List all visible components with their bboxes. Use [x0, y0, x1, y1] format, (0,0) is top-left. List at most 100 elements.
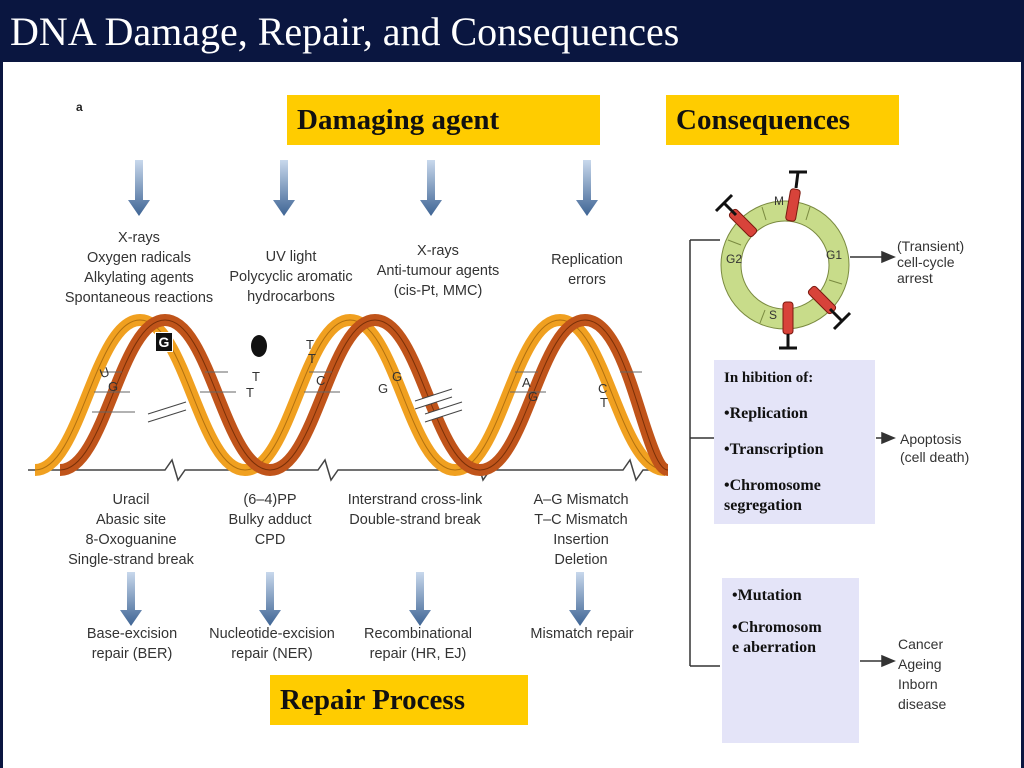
base-letter: T — [600, 395, 608, 410]
down-arrow-icon — [420, 160, 442, 216]
base-letter: C — [316, 373, 326, 388]
agent-label: (cis-Pt, MMC) — [393, 283, 483, 299]
inhibition-box: In hibition of: •Replication •Transcript… — [714, 360, 875, 524]
lesion-label: (6–4)PP — [243, 492, 297, 508]
repair-label: repair (BER) — [91, 646, 173, 662]
bulky-adduct — [251, 335, 267, 357]
agent-label: errors — [568, 272, 606, 288]
lesion-label: T–C Mismatch — [534, 512, 628, 528]
base-letter: A — [522, 375, 531, 390]
agent-label: Replication — [551, 252, 623, 268]
phase-label-m: M — [774, 194, 784, 208]
phase-label-g1: G1 — [826, 248, 843, 262]
outcome-line: (Transient) — [897, 238, 965, 254]
repair-group: Mismatch repair — [530, 624, 633, 644]
outcome-disease: Cancer Ageing Inborn disease — [898, 634, 946, 714]
repair-label: Mismatch repair — [530, 626, 634, 642]
agent-group: Replication errors — [551, 250, 623, 290]
repair-label: Recombinational — [363, 626, 473, 642]
lesion-label: Single-strand break — [68, 552, 194, 568]
phase-label-g2: G2 — [726, 252, 743, 266]
down-arrow-icon — [569, 572, 591, 626]
down-arrow-icon — [273, 160, 295, 216]
dna-strand-brown — [58, 313, 671, 477]
lesion-label: Insertion — [553, 532, 609, 548]
down-arrow-icon — [120, 572, 142, 626]
lesion-group: Interstrand cross-link Double-strand bre… — [348, 490, 483, 530]
mutation-box: •Mutation •Chromosom e aberration — [722, 578, 859, 743]
phase-label-s: S — [769, 308, 778, 322]
base-letter: G — [108, 379, 119, 394]
agent-label: hydrocarbons — [247, 289, 335, 305]
agent-label: Oxygen radicals — [87, 250, 191, 266]
lesion-label: Double-strand break — [349, 512, 481, 528]
base-letter: T — [252, 369, 260, 384]
page-title: DNA Damage, Repair, and Consequences — [10, 9, 680, 54]
inhibition-item: •Replication — [724, 405, 808, 422]
inhibition-item: •Transcription — [724, 441, 824, 458]
header-damaging-agent: Damaging agent — [287, 95, 600, 145]
lesion-label: Interstrand cross-link — [347, 492, 483, 508]
inhibition-heading: In hibition of: — [724, 370, 814, 386]
header-repair-process: Repair Process — [270, 675, 528, 725]
repair-label: repair (HR, EJ) — [369, 646, 467, 662]
agent-label: UV light — [265, 249, 317, 265]
base-letter: G — [378, 381, 389, 396]
agent-label: Anti-tumour agents — [376, 263, 500, 279]
outcome-arrest: (Transient) cell-cycle arrest — [897, 238, 964, 286]
down-arrow-icon — [576, 160, 598, 216]
repair-label: Nucleotide-excision — [209, 626, 335, 642]
agent-group: X-rays Anti-tumour agents (cis-Pt, MMC) — [377, 241, 500, 301]
down-arrow-icon — [128, 160, 150, 216]
base-letter: G — [528, 389, 539, 404]
agent-label: Alkylating agents — [84, 270, 194, 286]
lesion-label: Bulky adduct — [228, 512, 312, 528]
lesion-group: Uracil Abasic site 8-Oxoguanine Single-s… — [68, 490, 194, 570]
outcome-line: cell-cycle — [897, 254, 955, 270]
lesion-label: CPD — [254, 532, 286, 548]
header-consequences: Consequences — [666, 95, 899, 145]
outcome-apoptosis: Apoptosis (cell death) — [900, 430, 969, 466]
lesion-group: (6–4)PP Bulky adduct CPD — [228, 490, 311, 550]
mutation-item: •Chromosom — [732, 619, 822, 636]
base-letter: C — [598, 381, 608, 396]
inhibition-item: segregation — [724, 497, 802, 514]
agent-label: X-rays — [417, 243, 459, 259]
consequence-bracket — [689, 239, 720, 667]
base-letter: T — [306, 337, 314, 352]
down-arrow-icon — [259, 572, 281, 626]
lesion-label: 8-Oxoguanine — [85, 532, 177, 548]
outcome-line: Ageing — [898, 656, 942, 672]
agent-arrows — [128, 160, 598, 216]
agent-group: X-rays Oxygen radicals Alkylating agents… — [65, 228, 213, 308]
agent-label: Spontaneous reactions — [64, 290, 214, 306]
outcome-arrows — [850, 250, 896, 668]
agent-group: UV light Polycyclic aromatic hydrocarbon… — [229, 247, 352, 307]
damaged-base-g: G — [155, 332, 173, 352]
agent-label: X-rays — [118, 230, 160, 246]
cell-cycle-diagram — [714, 170, 852, 350]
base-letter: T — [246, 385, 254, 400]
agent-label: Polycyclic aromatic — [229, 269, 353, 285]
repair-label: repair (NER) — [231, 646, 313, 662]
inhibition-item: •Chromosome — [724, 477, 821, 494]
lesion-group: A–G Mismatch T–C Mismatch Insertion Dele… — [533, 490, 628, 570]
outcome-line: Cancer — [898, 636, 944, 652]
mutation-item: •Mutation — [732, 587, 802, 604]
outcome-line: disease — [898, 696, 947, 712]
lesion-label: Uracil — [112, 492, 150, 508]
outcome-line: (cell death) — [900, 449, 970, 465]
lesion-label: A–G Mismatch — [533, 492, 629, 508]
base-letter: T — [308, 351, 316, 366]
repair-group: Nucleotide-excision repair (NER) — [209, 624, 335, 664]
mutation-item: e aberration — [732, 639, 816, 656]
dna-helix — [28, 313, 671, 482]
outcome-line: Inborn — [898, 676, 938, 692]
repair-arrows — [120, 572, 591, 626]
title-bar: DNA Damage, Repair, and Consequences — [0, 0, 1024, 60]
base-letter: G — [392, 369, 403, 384]
outcome-line: arrest — [897, 270, 933, 286]
repair-label: Base-excision — [86, 626, 178, 642]
lesion-label: Deletion — [554, 552, 608, 568]
